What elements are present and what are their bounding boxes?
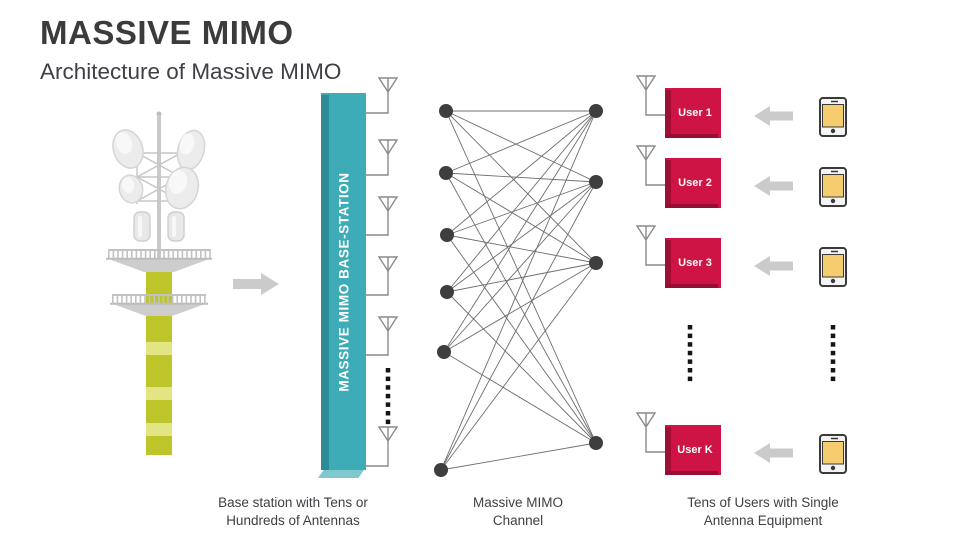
channel-node	[439, 104, 453, 118]
bs-antenna-icon	[366, 256, 399, 296]
channel-node	[589, 436, 603, 450]
right-arrow-icon	[233, 273, 279, 295]
left-arrow-icon	[754, 176, 793, 196]
user-antenna-icon	[635, 412, 667, 453]
bs-antennas-ellipsis	[385, 368, 391, 425]
user-box-label: User 3	[678, 257, 712, 269]
smartphone-icon	[819, 97, 847, 137]
channel-graph	[434, 104, 603, 477]
page-title: MASSIVE MIMO	[40, 14, 294, 51]
channel-node	[589, 104, 603, 118]
smartphone-icon	[819, 167, 847, 207]
user-antenna-icon	[635, 75, 667, 116]
left-arrow-icon	[754, 256, 793, 276]
user-antenna-icon	[635, 145, 667, 186]
channel-node	[434, 463, 448, 477]
channel-node	[440, 285, 454, 299]
smartphone-icon	[819, 434, 847, 474]
user-box: User 1	[665, 88, 721, 138]
bar-bottom-edge	[318, 470, 364, 478]
channel-node	[440, 228, 454, 242]
bs-antenna-icon	[366, 139, 399, 176]
bs-antenna-icon	[366, 196, 399, 236]
user-box-label: User K	[677, 444, 713, 456]
users-ellipsis	[687, 325, 693, 382]
channel-node	[437, 345, 451, 359]
user-box: User K	[665, 425, 721, 475]
left-arrow-icon	[754, 106, 793, 126]
phones-ellipsis	[830, 325, 836, 382]
channel-node	[439, 166, 453, 180]
channel-node	[589, 175, 603, 189]
cell-tower-icon	[106, 111, 212, 455]
user-box: User 2	[665, 158, 721, 208]
smartphone-icon	[819, 247, 847, 287]
bar-left-edge	[321, 95, 329, 470]
base-station-caption: Base station with Tens or Hundreds of An…	[218, 495, 368, 529]
users-caption: Tens of Users with Single Antenna Equipm…	[687, 495, 839, 529]
bs-antenna-icon	[366, 316, 399, 356]
channel-node	[589, 256, 603, 270]
user-box: User 3	[665, 238, 721, 288]
bs-antenna-icon	[366, 77, 399, 114]
left-arrow-icon	[754, 443, 793, 463]
user-antenna-icon	[635, 225, 667, 266]
channel-caption: Massive MIMO Channel	[472, 495, 563, 529]
page-subtitle: Architecture of Massive MIMO	[40, 59, 342, 84]
user-box-label: User 1	[678, 107, 712, 119]
base-station-bar: MASSIVE MIMO BASE-STATION	[318, 93, 366, 478]
bs-antenna-icon	[366, 426, 399, 467]
user-box-label: User 2	[678, 177, 712, 189]
